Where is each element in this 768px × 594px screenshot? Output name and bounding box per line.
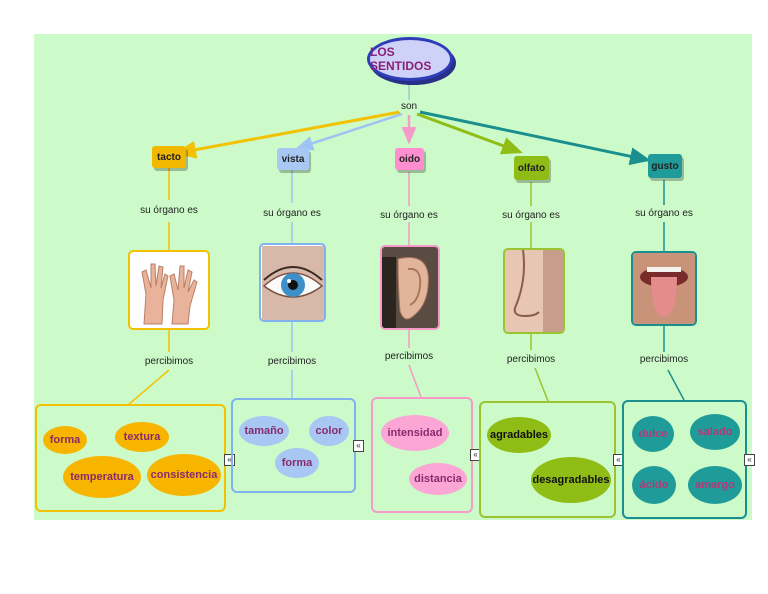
percept-box-gusto: dulce salado ácido amargo	[622, 400, 747, 519]
link-label-percibimos-gusto: percibimos	[637, 354, 691, 365]
percept-box-tacto: forma textura temperatura consistencia	[35, 404, 226, 512]
collapse-toggle-gusto[interactable]: «	[744, 454, 755, 466]
nose-icon	[505, 250, 563, 332]
percept-color[interactable]: color	[309, 416, 349, 446]
collapse-toggle-vista[interactable]: «	[353, 440, 364, 452]
link-label-organo-olfato: su órgano es	[500, 210, 562, 221]
link-label-organo-oido: su órgano es	[378, 210, 440, 221]
percept-intensidad[interactable]: intensidad	[381, 415, 449, 451]
percept-salado[interactable]: salado	[690, 414, 740, 450]
tongue-icon	[633, 253, 695, 324]
hands-icon	[141, 263, 198, 325]
eye-icon	[261, 245, 324, 320]
sense-node-gusto[interactable]: gusto	[648, 154, 682, 178]
link-label-percibimos-tacto: percibimos	[142, 356, 196, 367]
link-label-organo-vista: su órgano es	[261, 208, 323, 219]
sense-node-vista[interactable]: vista	[277, 148, 309, 170]
percept-agradables[interactable]: agradables	[487, 417, 551, 453]
root-concept-los-sentidos[interactable]: LOS SENTIDOS	[367, 37, 453, 81]
ear-icon	[382, 247, 438, 328]
percept-box-vista: tamaño color forma	[231, 398, 356, 493]
link-label-son: son	[398, 101, 420, 112]
link-label-percibimos-oido: percibimos	[382, 351, 436, 362]
percept-textura[interactable]: textura	[115, 422, 169, 452]
sense-node-olfato[interactable]: olfato	[514, 156, 549, 180]
sense-node-tacto[interactable]: tacto	[152, 146, 186, 168]
percept-desagradables[interactable]: desagradables	[531, 457, 611, 503]
percept-acido[interactable]: ácido	[632, 466, 676, 504]
root-label: LOS SENTIDOS	[370, 45, 432, 73]
sense-node-oido[interactable]: oido	[395, 148, 424, 170]
percept-amargo[interactable]: amargo	[688, 466, 742, 504]
collapse-toggle-tacto[interactable]: «	[224, 454, 235, 466]
percept-distancia[interactable]: distancia	[409, 463, 467, 495]
link-label-percibimos-olfato: percibimos	[504, 354, 558, 365]
percept-box-oido: intensidad distancia	[371, 397, 473, 513]
tongue-image	[631, 251, 697, 326]
percept-forma[interactable]: forma	[43, 426, 87, 454]
percept-dulce[interactable]: dulce	[632, 416, 674, 452]
eye-image	[259, 243, 326, 322]
percept-box-olfato: agradables desagradables	[479, 401, 616, 518]
percept-forma-vista[interactable]: forma	[275, 448, 319, 478]
link-label-percibimos-vista: percibimos	[265, 356, 319, 367]
nose-image	[503, 248, 565, 334]
link-label-organo-tacto: su órgano es	[138, 205, 200, 216]
percept-tamano[interactable]: tamaño	[239, 416, 289, 446]
percept-consistencia[interactable]: consistencia	[147, 454, 221, 496]
link-label-organo-gusto: su órgano es	[633, 208, 695, 219]
hands-image	[128, 250, 210, 330]
percept-temperatura[interactable]: temperatura	[63, 456, 141, 498]
ear-image	[380, 245, 440, 330]
